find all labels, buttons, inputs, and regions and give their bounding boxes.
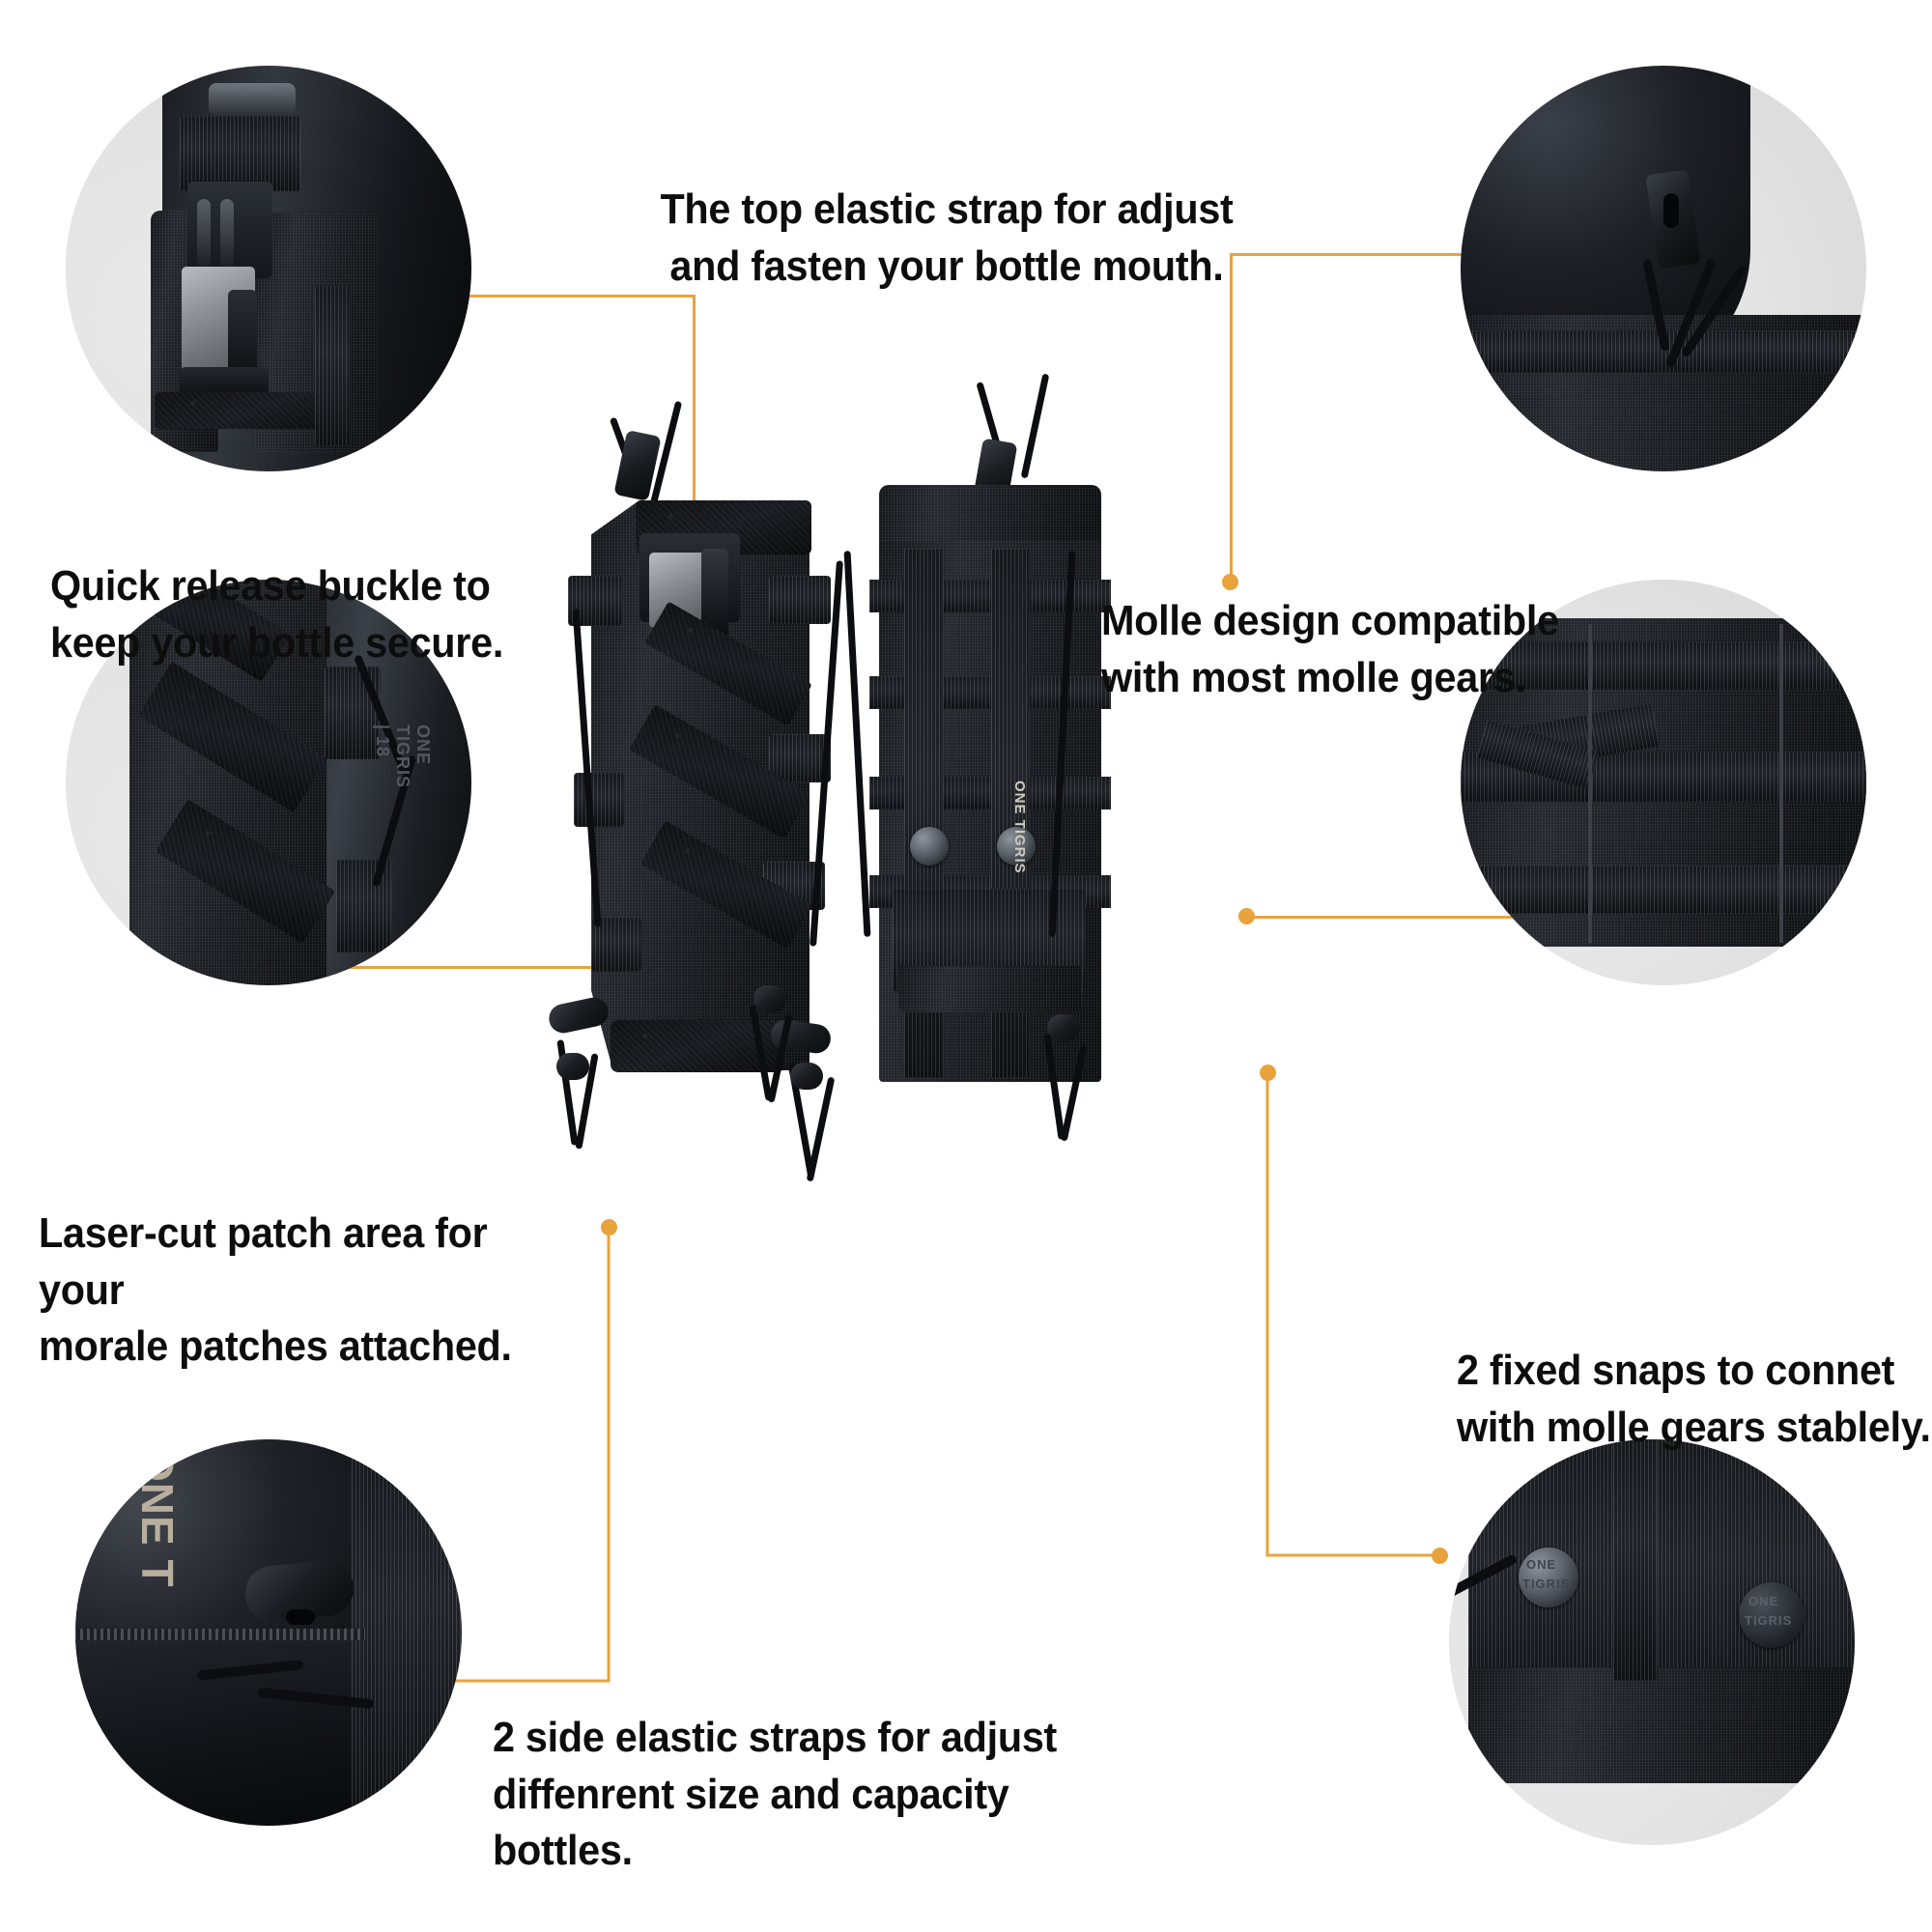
callout-side-elastic-straps: 2 side elastic straps for adjust diffenr… xyxy=(493,1714,1058,1875)
side-print-logo: ONE TIGRIS | 18 xyxy=(373,724,433,789)
connector-dot-molle-product xyxy=(1238,908,1255,924)
connector-dot-elastic-product xyxy=(1222,574,1238,590)
snap-button-left xyxy=(1519,1548,1578,1607)
bottle-lower-body xyxy=(75,1629,365,1826)
side-cord-lock-slot xyxy=(286,1609,315,1625)
inset-molle xyxy=(1461,580,1866,985)
snap-left-label-line2: TIGRIS xyxy=(1522,1577,1571,1591)
connector-elastic-horizontal xyxy=(1230,253,1652,256)
front-knot-right xyxy=(790,1063,823,1090)
bottle-cap xyxy=(209,83,296,116)
buckle-prong-left xyxy=(197,199,211,269)
back-knot-right xyxy=(1047,1014,1080,1041)
snap-button-right xyxy=(1739,1582,1804,1648)
inset-elastic-top xyxy=(1461,66,1866,471)
top-webbing-strap xyxy=(180,116,300,191)
snap-right-label-line1: ONE xyxy=(1748,1594,1779,1608)
callout-top-elastic-strap: The top elastic strap for adjust and fas… xyxy=(660,185,1234,290)
front-left-tab-low xyxy=(591,918,641,972)
product-back-view: ONE TIGRIS xyxy=(749,373,1323,1314)
stitch-column-right xyxy=(1779,624,1783,943)
snap-right-label-line2: TIGRIS xyxy=(1745,1613,1793,1628)
connector-molle-horizontal xyxy=(1246,916,1652,919)
onetigris-emboss: ONE T xyxy=(132,1447,183,1588)
inset-buckle-photo xyxy=(66,66,471,471)
molle-row-1 xyxy=(1461,641,1866,690)
back-snap-left xyxy=(910,827,949,866)
inset-buckle xyxy=(66,66,471,471)
stitch-column-left xyxy=(1588,624,1592,943)
connector-dot-snaps-product xyxy=(1260,1065,1276,1081)
pouch-body-lower xyxy=(1461,396,1866,471)
back-snap-right xyxy=(997,827,1036,866)
right-edge-webbing xyxy=(352,1439,462,1826)
inset-snaps: ONE TIGRIS ONE TIGRIS xyxy=(1449,1439,1855,1845)
back-bottom-panel xyxy=(898,966,1082,1012)
front-left-tab-mid xyxy=(574,773,624,827)
inset-patch-photo: ONE TIGRIS | 18 xyxy=(66,580,471,985)
snap-left-label-line1: ONE xyxy=(1526,1557,1557,1572)
front-right-tab-mid xyxy=(769,734,831,782)
connector-dot-sidestrap-product xyxy=(601,1219,617,1236)
inset-snaps-photo: ONE TIGRIS ONE TIGRIS xyxy=(1449,1439,1855,1845)
inset-sidestrap-photo: ONE T xyxy=(75,1439,462,1826)
bottle-seam xyxy=(75,1629,365,1640)
front-knot-left xyxy=(556,1053,589,1080)
inset-sidestrap: ONE T xyxy=(75,1439,462,1826)
cord-lock-slot xyxy=(1663,193,1679,228)
product-front-view xyxy=(546,386,889,1275)
callout-laser-cut-patch: Laser-cut patch area for your morale pat… xyxy=(39,1209,512,1371)
inset-elastic-photo xyxy=(1461,66,1866,471)
back-knot-left xyxy=(753,985,786,1012)
buckle-prong-right xyxy=(220,199,234,269)
front-right-tab-top xyxy=(769,576,831,624)
callout-quick-release-buckle: Quick release buckle to keep your bottle… xyxy=(50,562,504,667)
connector-patch-horizontal xyxy=(328,966,696,969)
molle-row-3 xyxy=(1461,866,1866,914)
front-cord-dangle-right-b xyxy=(806,1076,836,1182)
side-webbing-loop-bottom xyxy=(336,860,392,952)
right-webbing-column xyxy=(315,286,350,446)
connector-dot-snaps-inset xyxy=(1432,1548,1448,1564)
snap-panel-base xyxy=(1468,1667,1855,1783)
back-side-logo: ONE TIGRIS xyxy=(1011,781,1028,874)
connector-elastic-vertical xyxy=(1230,253,1233,582)
callout-fixed-snaps: 2 fixed snaps to connet with molle gears… xyxy=(1457,1347,1931,1451)
callout-molle-design: Molle design compatible with most molle … xyxy=(1101,597,1559,701)
inset-patch: ONE TIGRIS | 18 xyxy=(66,580,471,985)
connector-buckle-horizontal xyxy=(290,295,696,298)
snap-panel-center-strap xyxy=(1613,1439,1658,1681)
inset-molle-photo xyxy=(1461,580,1866,985)
back-top-cord-right xyxy=(1020,373,1050,479)
